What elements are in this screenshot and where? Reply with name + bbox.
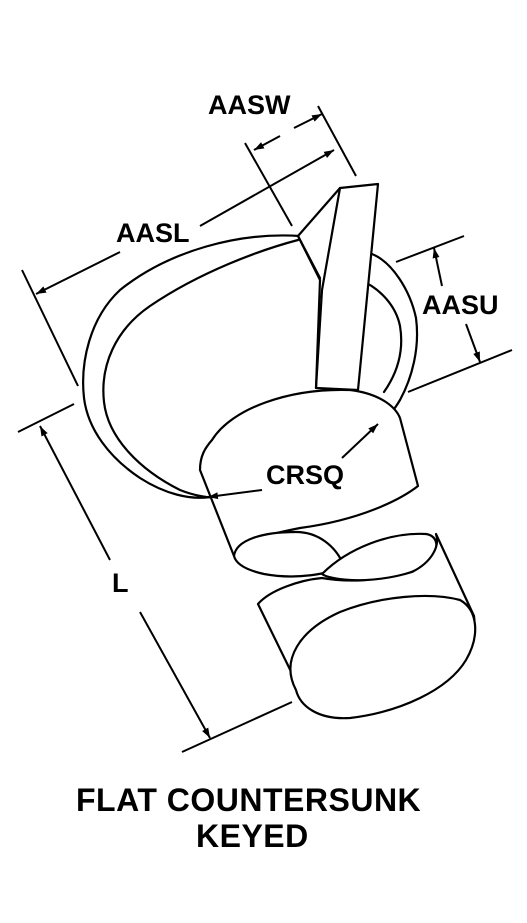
label-crsq: CRSQ [266,460,344,490]
aasu-arrow-top [432,247,443,287]
label-aasw: AASW [208,90,291,120]
aasl-dimension-line-left [35,251,121,295]
key-ridge-top [296,234,322,280]
caption-line-1: FLAT COUNTERSUNK [76,782,422,818]
head-right-inner [358,278,403,394]
head-front-face [102,238,300,499]
aasl-dimension-line-right [199,149,335,227]
label-aasl: AASL [116,218,190,248]
l-arrow-top [39,425,111,561]
aasu-extension-top [395,235,465,263]
aasw-extension-left [244,142,293,227]
l-arrow-bottom [139,611,211,739]
label-l: L [112,568,129,598]
aasw-extension-right [317,105,357,177]
aasu-extension-bottom [407,349,513,393]
crsq-arrow-left [207,489,263,500]
crsq-arrow-right [341,423,379,459]
key-ridge [296,182,380,392]
shank-end-face [289,594,477,720]
aasu-arrow-bottom [465,323,481,363]
label-aasu: AASU [422,290,499,320]
aasl-extension-left [21,269,79,387]
aasw-arrow-left [253,135,281,151]
key-ridge-edge [314,186,342,390]
l-extension-bottom [181,701,293,753]
aasw-arrow-right [293,113,323,129]
caption-line-2: KEYED [196,818,309,854]
l-extension-top [17,403,75,433]
